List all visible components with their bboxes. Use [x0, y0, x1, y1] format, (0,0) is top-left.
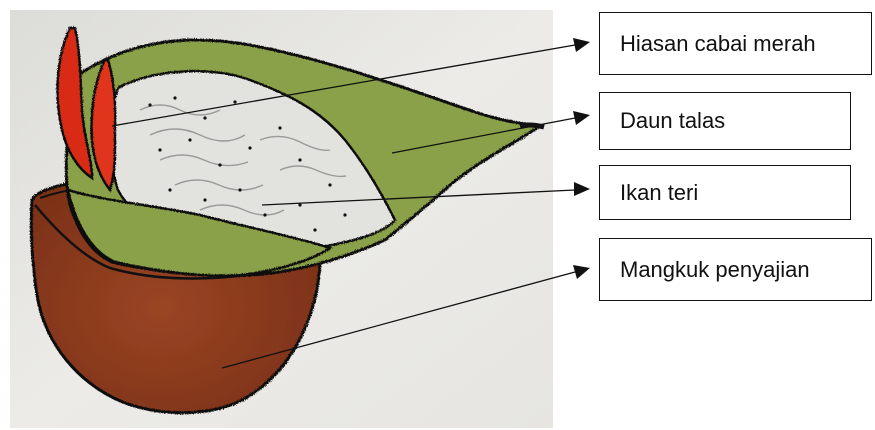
label-chili-text: Hiasan cabai merah: [620, 31, 816, 57]
label-serving-bowl: Mangkuk penyajian: [599, 238, 872, 301]
label-chili-garnish: Hiasan cabai merah: [599, 12, 872, 75]
label-bowl-text: Mangkuk penyajian: [620, 257, 810, 283]
label-taro-leaf: Daun talas: [599, 92, 851, 150]
label-anchovy: Ikan teri: [599, 165, 851, 220]
label-fish-text: Ikan teri: [620, 180, 698, 206]
label-leaf-text: Daun talas: [620, 108, 725, 134]
